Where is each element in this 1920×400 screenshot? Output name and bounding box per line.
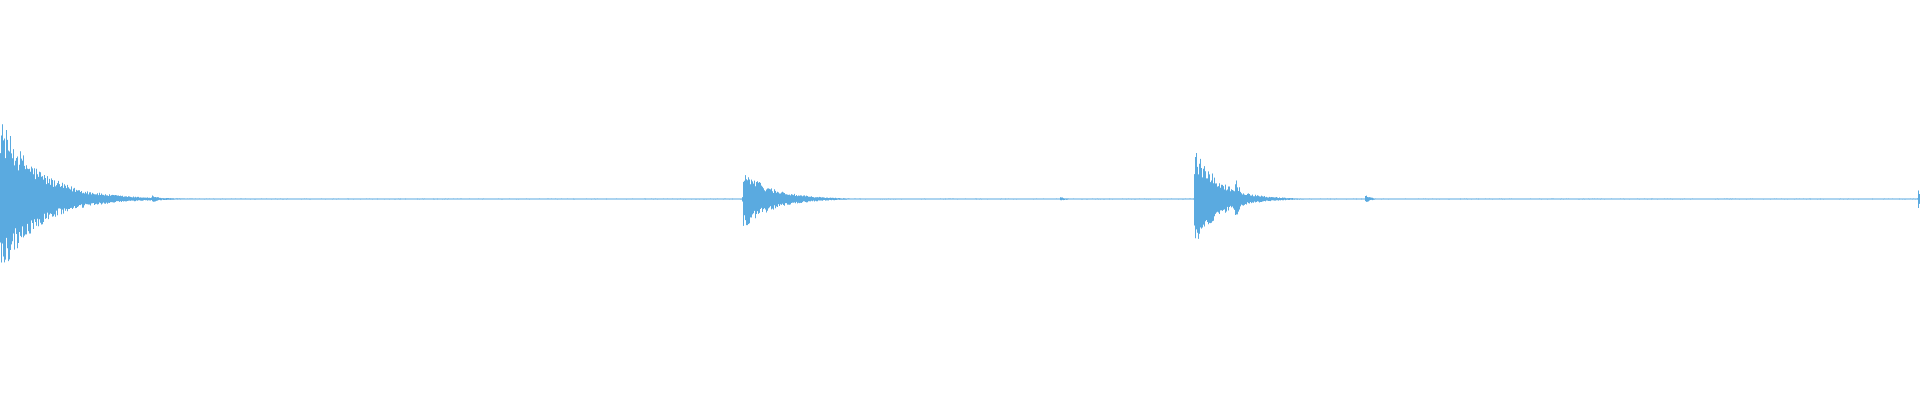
- waveform-path: [0, 124, 1920, 263]
